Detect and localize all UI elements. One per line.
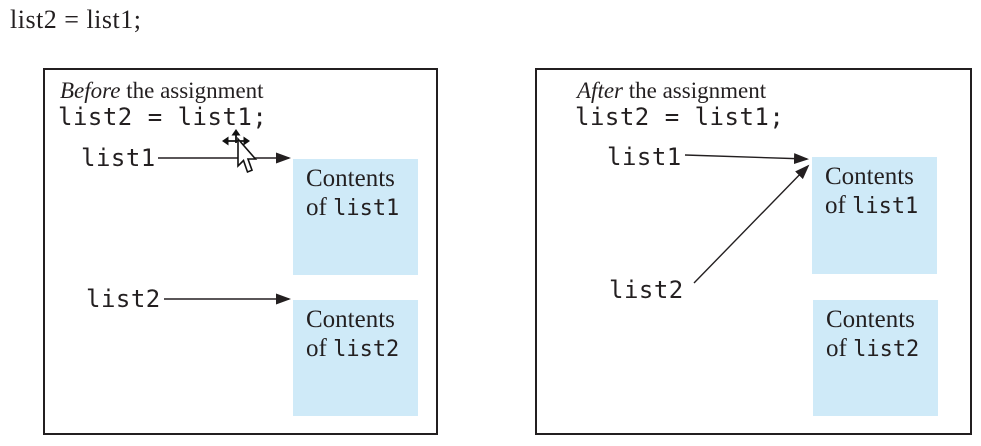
page-title: list2 = list1; bbox=[10, 5, 142, 34]
contents-of-list2-box: Contents of list2 bbox=[813, 300, 938, 416]
list2-diagonal-arrow-icon bbox=[693, 164, 810, 284]
panel-heading-keyword: After bbox=[577, 78, 623, 103]
list2-code-text: list2 bbox=[333, 337, 400, 362]
list1-code-text: list1 bbox=[852, 194, 919, 219]
contents-of-list2-box: Contents of list2 bbox=[293, 300, 418, 416]
panel-after-assignment: After the assignment list2 = list1; list… bbox=[535, 68, 972, 435]
contents-line: of list1 bbox=[825, 191, 937, 221]
contents-of-list1-box: Contents of list1 bbox=[812, 157, 937, 274]
contents-line: Contents bbox=[825, 163, 914, 190]
assignment-code: list2 = list1; bbox=[575, 103, 785, 131]
list2-code-text: list2 bbox=[853, 337, 920, 362]
panel-heading-rest: the assignment bbox=[623, 78, 767, 103]
list2-reference-label: list2 bbox=[609, 276, 684, 304]
of-text: of bbox=[306, 335, 334, 362]
panel-before-assignment: Before the assignment list2 = list1; lis… bbox=[43, 68, 438, 435]
of-text: of bbox=[826, 335, 854, 362]
list1-reference-label: list1 bbox=[607, 143, 682, 171]
panel-heading-keyword: Before bbox=[60, 78, 121, 103]
move-cursor-icon bbox=[222, 129, 258, 174]
panel-heading-rest: the assignment bbox=[120, 78, 264, 103]
panel-heading: After the assignment bbox=[577, 78, 766, 104]
contents-line: of list2 bbox=[306, 334, 418, 364]
panel-heading: Before the assignment bbox=[60, 78, 264, 104]
assignment-code: list2 = list1; bbox=[58, 103, 268, 131]
of-text: of bbox=[306, 194, 334, 221]
list2-reference-label: list2 bbox=[86, 285, 161, 313]
contents-line: of list1 bbox=[306, 193, 418, 223]
contents-line: of list2 bbox=[826, 334, 938, 364]
contents-line: Contents bbox=[306, 165, 395, 192]
contents-of-list1-box: Contents of list1 bbox=[293, 159, 418, 275]
list1-arrow-icon bbox=[684, 153, 809, 165]
contents-line: Contents bbox=[826, 306, 915, 333]
list1-code-text: list1 bbox=[333, 196, 400, 221]
contents-line: Contents bbox=[306, 306, 395, 333]
of-text: of bbox=[825, 192, 853, 219]
list1-reference-label: list1 bbox=[81, 144, 156, 172]
